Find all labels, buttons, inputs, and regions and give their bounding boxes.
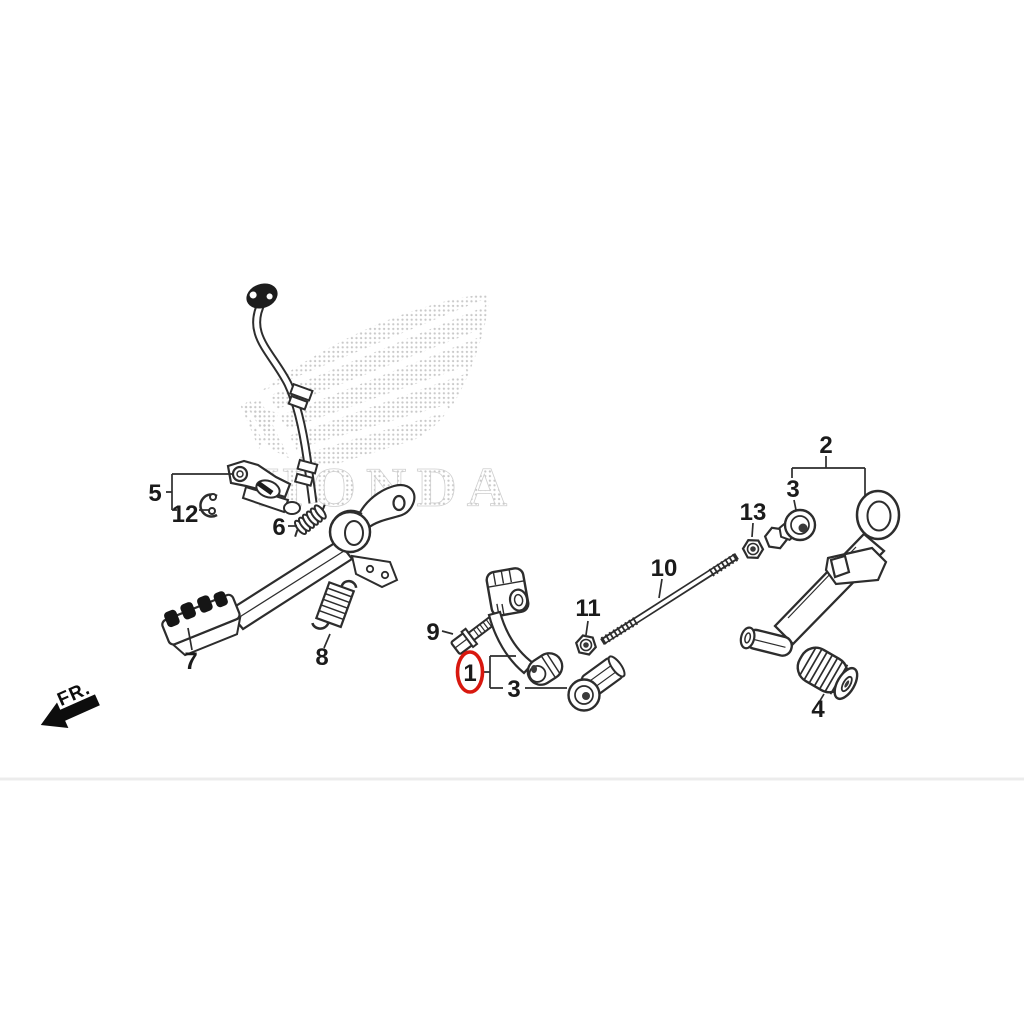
clip-drawing xyxy=(199,493,218,518)
callout-labels: 5 12 6 7 8 9 1 3 11 10 13 3 2 4 xyxy=(148,432,832,723)
fr-direction-indicator: FR. xyxy=(40,678,100,729)
leader-11 xyxy=(585,620,589,636)
brake-joint-drawing xyxy=(226,459,301,515)
callout-11: 11 xyxy=(575,595,600,622)
callout-4: 4 xyxy=(811,696,825,723)
nut-11-drawing xyxy=(574,634,598,656)
callout-3-right: 3 xyxy=(786,476,799,503)
leader-9 xyxy=(441,630,454,635)
callout-3-center: 3 xyxy=(507,676,520,703)
gear-pedal-drawing xyxy=(739,489,901,657)
callout-10: 10 xyxy=(651,555,678,582)
return-spring-drawing xyxy=(311,579,358,630)
callout-9: 9 xyxy=(426,619,439,646)
bolt-drawing xyxy=(450,615,497,655)
spring-small-drawing xyxy=(294,504,327,538)
brake-hose-drawing xyxy=(246,283,319,504)
bracket-1 xyxy=(483,655,567,689)
shift-rod-drawing xyxy=(600,553,739,645)
bracket-5 xyxy=(166,473,232,511)
leader-10 xyxy=(658,578,663,599)
ball-joint-right-drawing xyxy=(763,508,817,550)
callout-1-highlighted: 1 xyxy=(463,660,476,687)
brake-pedal-drawing xyxy=(161,483,416,657)
callout-12: 12 xyxy=(172,501,199,528)
callout-13: 13 xyxy=(740,499,767,526)
highlight-circle-part-1 xyxy=(455,650,485,694)
callout-leader-lines xyxy=(166,456,866,705)
nut-13-drawing xyxy=(741,539,765,559)
shift-arm-drawing xyxy=(485,567,564,686)
ball-joint-center-drawing xyxy=(567,655,626,712)
pedal-rubber-drawing xyxy=(796,646,859,701)
callout-2: 2 xyxy=(819,432,832,459)
callout-5: 5 xyxy=(148,480,161,507)
leader-7 xyxy=(187,627,193,651)
fr-arrow-icon xyxy=(40,694,100,729)
bracket-2 xyxy=(791,456,866,496)
leader-4 xyxy=(817,693,825,705)
leader-8 xyxy=(323,633,331,649)
leader-3-right xyxy=(793,499,797,511)
callout-6: 6 xyxy=(272,514,285,541)
callout-7: 7 xyxy=(184,648,197,675)
callout-8: 8 xyxy=(315,644,328,671)
leader-13 xyxy=(751,522,754,538)
